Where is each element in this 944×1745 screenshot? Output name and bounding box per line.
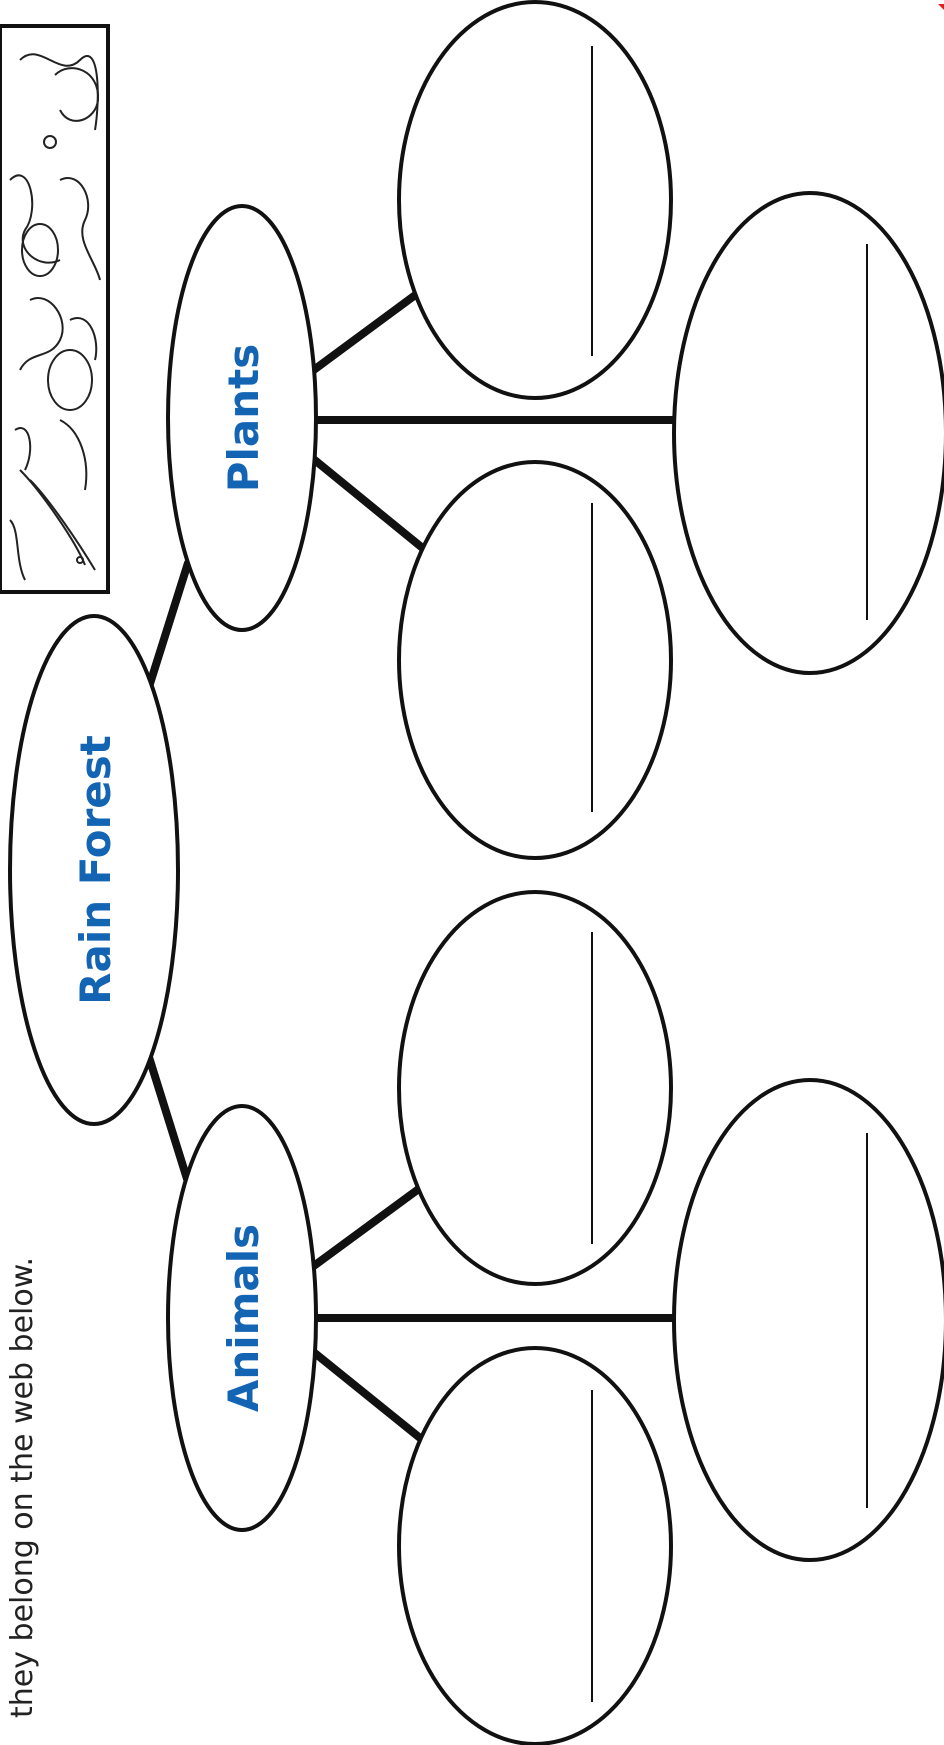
animals-answer-oval[interactable] <box>399 1348 671 1744</box>
center-node: Rain Forest <box>10 616 178 1124</box>
rain-forest-illustration <box>0 26 108 592</box>
center-node-label: Rain Forest <box>71 735 120 1005</box>
plants-node: Plants <box>168 206 316 630</box>
instruction-text: they belong on the web below. <box>5 1257 40 1718</box>
animals-answer-oval[interactable] <box>674 1080 944 1560</box>
corner-mark <box>938 4 944 10</box>
plants-node-label: Plants <box>219 344 268 493</box>
animals-node-label: Animals <box>219 1224 268 1412</box>
animals-answer-oval[interactable] <box>399 892 671 1284</box>
plants-answer-oval[interactable] <box>399 462 671 858</box>
animals-node: Animals <box>168 1106 316 1530</box>
plants-answer-oval[interactable] <box>399 2 671 398</box>
plants-answer-oval[interactable] <box>674 193 944 673</box>
